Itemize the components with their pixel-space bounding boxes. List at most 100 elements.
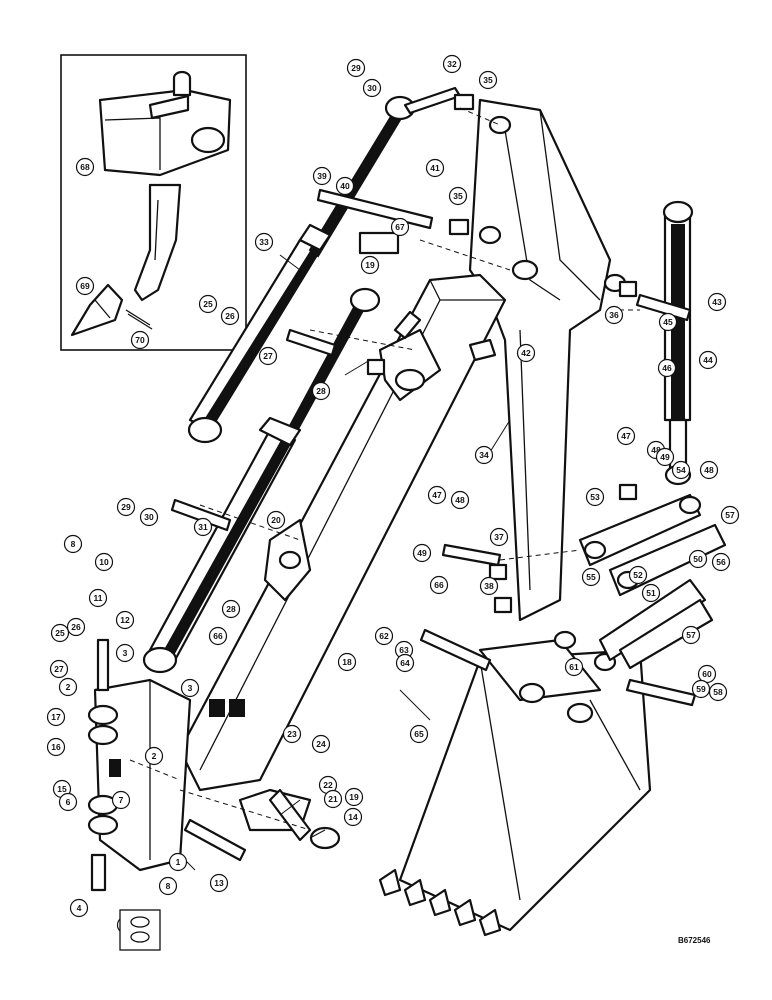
callout-number: 56 bbox=[716, 557, 726, 567]
ripper-tooth-inset bbox=[60, 54, 247, 351]
callout-number: 48 bbox=[651, 445, 661, 455]
callout-number: 11 bbox=[94, 593, 103, 603]
callout-16: 16 bbox=[46, 737, 66, 757]
part-5-box bbox=[119, 909, 161, 951]
callout-number: 41 bbox=[430, 163, 440, 173]
callout-number: 35 bbox=[483, 75, 493, 85]
callout-number: 14 bbox=[348, 812, 358, 822]
callout-51: 51 bbox=[641, 583, 661, 603]
callout-number: 30 bbox=[144, 512, 154, 522]
cylinder-33 bbox=[187, 95, 416, 444]
callout-number: 21 bbox=[328, 794, 338, 804]
callout-32: 32 bbox=[442, 54, 462, 74]
callout-number: 26 bbox=[225, 311, 235, 321]
callout-number: 54 bbox=[676, 465, 686, 475]
callout-number: 26 bbox=[71, 622, 81, 632]
callout-54: 54 bbox=[671, 460, 691, 480]
callout-34: 34 bbox=[474, 445, 494, 465]
callout-number: 47 bbox=[432, 490, 442, 500]
callout-26: 26 bbox=[66, 617, 86, 637]
cylinder-28 bbox=[142, 287, 381, 674]
callout-number: 18 bbox=[342, 657, 352, 667]
callout-10: 10 bbox=[94, 552, 114, 572]
callout-number: 2 bbox=[66, 682, 71, 692]
callout-45: 45 bbox=[658, 312, 678, 332]
callout-number: 37 bbox=[494, 532, 504, 542]
callout-number: 63 bbox=[399, 645, 409, 655]
callout-4: 4 bbox=[69, 898, 89, 918]
callout-19: 19 bbox=[360, 255, 380, 275]
callout-47: 47 bbox=[427, 485, 447, 505]
callout-number: 12 bbox=[120, 615, 130, 625]
callout-35: 35 bbox=[478, 70, 498, 90]
callout-61: 61 bbox=[564, 657, 584, 677]
callout-number: 66 bbox=[213, 631, 223, 641]
callout-63: 63 bbox=[394, 640, 414, 660]
callout-30: 30 bbox=[362, 78, 382, 98]
callout-39: 39 bbox=[312, 166, 332, 186]
callout-38: 38 bbox=[479, 576, 499, 596]
callout-number: 22 bbox=[323, 780, 333, 790]
callout-number: 36 bbox=[609, 310, 619, 320]
dipper-stick-18 bbox=[178, 273, 507, 832]
callout-31: 31 bbox=[193, 517, 213, 537]
callout-13: 13 bbox=[209, 873, 229, 893]
callout-number: 64 bbox=[400, 658, 410, 668]
callout-number: 3 bbox=[188, 683, 193, 693]
callout-number: 28 bbox=[316, 386, 326, 396]
callout-number: 7 bbox=[119, 795, 124, 805]
callout-number: 1 bbox=[176, 857, 181, 867]
callout-number: 29 bbox=[351, 63, 361, 73]
callout-29: 29 bbox=[116, 497, 136, 517]
callout-number: 27 bbox=[263, 351, 273, 361]
callout-66: 66 bbox=[429, 575, 449, 595]
callout-58: 58 bbox=[708, 682, 728, 702]
callout-35: 35 bbox=[448, 186, 468, 206]
callout-number: 15 bbox=[57, 784, 67, 794]
callout-number: 29 bbox=[121, 502, 131, 512]
callout-57: 57 bbox=[681, 625, 701, 645]
callout-number: 67 bbox=[395, 222, 405, 232]
callout-25: 25 bbox=[198, 294, 218, 314]
cylinder-46 bbox=[662, 200, 694, 486]
callout-number: 51 bbox=[646, 588, 656, 598]
callout-41: 41 bbox=[425, 158, 445, 178]
callout-number: 33 bbox=[259, 237, 269, 247]
callout-42: 42 bbox=[516, 343, 536, 363]
callout-49: 49 bbox=[412, 543, 432, 563]
callout-number: 61 bbox=[569, 662, 579, 672]
callout-number: 40 bbox=[340, 181, 350, 191]
callout-19: 19 bbox=[344, 787, 364, 807]
callout-69: 69 bbox=[75, 276, 95, 296]
callout-number: 42 bbox=[521, 348, 531, 358]
bucket-65 bbox=[378, 630, 652, 937]
callout-48: 48 bbox=[699, 460, 719, 480]
callout-64: 64 bbox=[395, 653, 415, 673]
callout-number: 57 bbox=[725, 510, 735, 520]
callout-number: 19 bbox=[349, 792, 359, 802]
callout-labels: 2930323539404135671933252627284236454344… bbox=[46, 54, 740, 935]
callout-55: 55 bbox=[581, 567, 601, 587]
callout-number: 10 bbox=[99, 557, 109, 567]
callout-22: 22 bbox=[318, 775, 338, 795]
callout-number: 58 bbox=[713, 687, 723, 697]
callout-28: 28 bbox=[311, 381, 331, 401]
callout-21: 21 bbox=[323, 789, 343, 809]
callout-number: 25 bbox=[55, 628, 65, 638]
callout-number: 43 bbox=[712, 297, 722, 307]
callout-number: 6 bbox=[66, 797, 71, 807]
callout-49: 49 bbox=[655, 447, 675, 467]
callout-number: 32 bbox=[447, 59, 457, 69]
callout-30: 30 bbox=[139, 507, 159, 527]
callout-18: 18 bbox=[337, 652, 357, 672]
callout-number: 44 bbox=[703, 355, 713, 365]
callout-1: 1 bbox=[168, 852, 188, 872]
callout-number: 57 bbox=[686, 630, 696, 640]
callout-number: 35 bbox=[453, 191, 463, 201]
callout-number: 3 bbox=[123, 648, 128, 658]
callout-27: 27 bbox=[258, 346, 278, 366]
callout-53: 53 bbox=[585, 487, 605, 507]
callout-number: 4 bbox=[77, 903, 82, 913]
callout-56: 56 bbox=[711, 552, 731, 572]
